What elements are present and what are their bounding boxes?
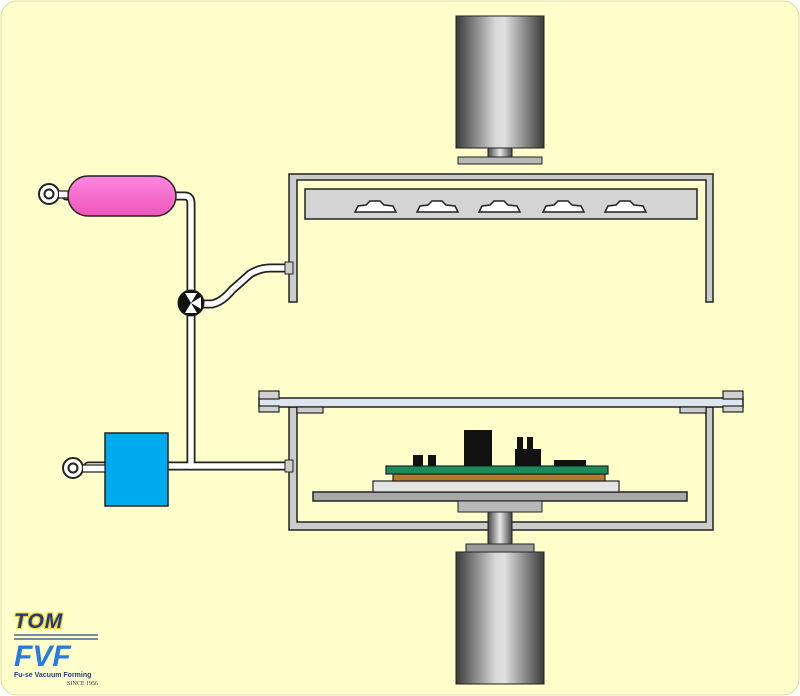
bottom-cylinder	[455, 511, 545, 685]
pcb-component	[554, 460, 586, 466]
pcb-component	[464, 430, 492, 466]
heater-elements	[353, 200, 648, 213]
three-way-valve-icon	[177, 289, 205, 317]
upper-chamber	[288, 173, 714, 303]
pcb-component	[515, 449, 541, 466]
pressure-tank-icon	[38, 175, 177, 217]
logo-tagline-lines	[14, 633, 98, 641]
logo-brand: TOM	[14, 610, 64, 633]
top-cylinder	[455, 15, 545, 165]
vacuum-pump-icon	[62, 432, 169, 507]
piping	[61, 191, 294, 473]
pcb-component	[428, 455, 436, 466]
logo-since: SINCE 1956	[67, 681, 98, 687]
work-table	[312, 430, 688, 513]
pcb-board	[385, 465, 609, 475]
substrate	[392, 473, 606, 482]
company-logo: TOM FVF Fu-se Vacuum Forming SINCE 1956	[12, 610, 100, 690]
logo-product: FVF	[14, 640, 71, 673]
logo-tagline: Fu-se Vacuum Forming	[14, 672, 92, 679]
clamp-frame	[258, 397, 744, 408]
pcb-component	[413, 455, 423, 466]
lower-chamber	[258, 390, 744, 531]
